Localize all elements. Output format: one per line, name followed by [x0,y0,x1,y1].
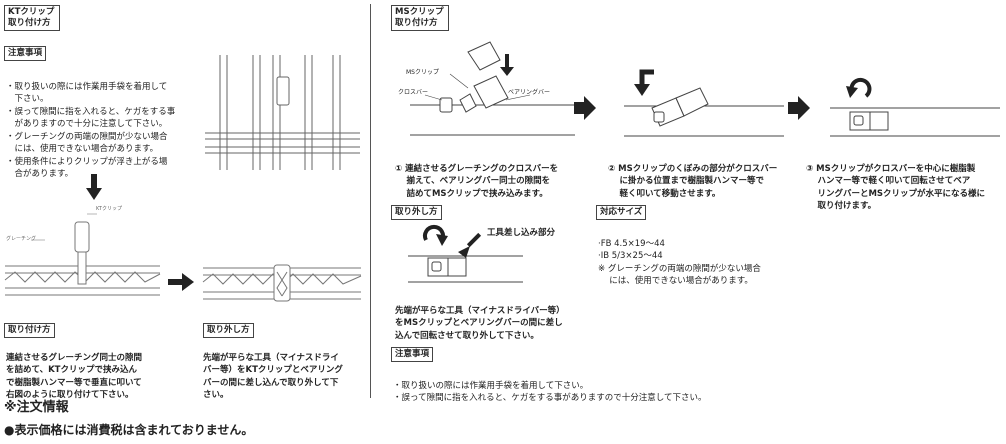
ms-step3-text: ③ MSクリップがクロスバーを中心に樹脂製 ハンマー等で軽く叩いて回転させてベア… [806,150,985,213]
kt-attach-line: で樹脂製ハンマー等で垂直に叩いて [6,377,142,388]
kt-title-line1: KTクリップ [8,7,55,17]
ms-sizes-text: ·FB 4.5×19〜44 ·IB 5/3×25〜44 ※ グレーチングの両端の隙間… [598,225,761,288]
ms-step3-diagram [830,77,1000,137]
ms-remove-diagram [408,224,523,283]
ms-remove-text: 先端が平らな工具（マイナスドライバー等） をMSクリップとベアリングバーの間に差し… [395,292,565,342]
kt-title-line2: 取り付け方 [8,18,51,28]
ms-step2-diagram [624,69,784,137]
ms-remove-line: をMSクリップとベアリングバーの間に差し [395,318,563,328]
ms-step2-text: ② MSクリップのくぼみの部分がクロスバー に掛かる位置まで樹脂製ハンマー等で … [608,150,777,200]
kt-attach-text: 連結させるグレーチング同士の隙間を詰めて、KTクリップで挟み込んで樹脂製ハンマー… [6,339,142,402]
kt-attach-title: 取り付け方 [4,323,55,338]
kt-caution-line: ・使用条件によりクリップが浮き上がる場 [6,156,168,167]
ms-tool-label: 工具差し込み部分 [487,228,556,238]
ms-caution-text: ・取り扱いの際には作業用手袋を着用して下さい。・誤って隙間に指を入れると、ケガを… [393,367,706,405]
ms-remove-title: 取り外し方 [391,205,442,220]
kt-remove-line: 先端が平らな工具（マイナスドライ [203,352,339,363]
kt-remove-line: さい。 [203,390,229,400]
ms-remove-line: 込んで回転させて取り外して下さい。 [395,330,539,341]
ms-step3-line: リングバーとMSクリップが水平になる様に [806,188,986,199]
kt-attach-line: 連結させるグレーチング同士の隙間 [6,352,143,363]
kt-caution-line: ・誤って隙間に指を入れると、ケガをする事 [6,106,176,117]
ms-step1-line: ① 連結させるグレーチングのクロスバーを [395,163,559,174]
ms-title-box: MSクリップ 取り付け方 [391,5,449,31]
kt-attach-line: 右図のように取り付けて下さい。 [6,390,134,400]
ms-step2-line: 軽く叩いて移動させます。 [608,188,721,199]
kt-title-box: KTクリップ 取り付け方 [4,5,60,31]
kt-attach-diagram [4,213,161,296]
kt-caution-line: 下さい。 [6,94,49,104]
section-divider [370,4,371,398]
ms-step1-diagram [410,41,575,136]
ms-label-bearingbar: ベアリングバー [508,89,551,96]
kt-remove-title: 取り外し方 [203,323,254,338]
ms-step3-line: 取り付けます。 [806,201,877,211]
ms-step1-line: 詰めてMSクリップで挟み込みます。 [395,188,548,199]
kt-right-arrow-icon [168,273,194,291]
kt-diagram-clip-label: KTクリップ [96,206,122,212]
kt-caution-text: ・取り扱いの際には作業用手袋を着用して 下さい。・誤って隙間に指を入れると、ケガ… [6,68,175,181]
ms-remove-line: 先端が平らな工具（マイナスドライバー等） [395,305,565,316]
kt-attach-line: を詰めて、KTクリップで挟み込ん [6,365,137,375]
ms-size-line: ·IB 5/3×25〜44 [598,251,663,261]
ms-step3-line: ③ MSクリップがクロスバーを中心に樹脂製 [806,163,976,174]
kt-caution-line: には、使用できない場合があります。 [6,144,159,154]
ms-caution-title: 注意事項 [391,347,434,362]
ms-size-line: ·FB 4.5×19〜44 [598,238,665,249]
ms-label-crossbar: クロスバー [398,89,429,96]
kt-diagram-grating-label: グレーチング [6,236,37,242]
ms-size-line: ※ グレーチングの両端の隙間が少ない場合 [598,263,761,274]
kt-caution-line: ・取り扱いの際には作業用手袋を着用して [6,81,168,92]
ms-step2-line: ② MSクリップのくぼみの部分がクロスバー [608,163,778,174]
ms-caution-line: ・取り扱いの際には作業用手袋を着用して下さい。 [393,380,589,391]
kt-caution-line: がありますので十分に注意して下さい。 [6,119,168,129]
ms-title-line1: MSクリップ [395,7,444,17]
kt-caution-line: ・グレーチングの両端の隙間が少ない場合 [6,131,168,142]
ms-sizes-title: 対応サイズ [596,205,647,220]
order-info-heading: ※注文情報 [4,400,69,415]
ms-step1-line: 揃えて、ベアリングバー同士の隙間を [395,176,551,186]
kt-caution-title: 注意事項 [4,46,47,61]
kt-down-arrow-icon [86,174,102,200]
kt-installed-diagram [202,264,362,302]
ms-step1-text: ① 連結させるグレーチングのクロスバーを 揃えて、ベアリングバー同士の隙間を 詰… [395,150,558,200]
kt-grating-topview-diagram [205,55,360,170]
kt-remove-line: バーの間に差し込んで取り外して下 [203,377,339,388]
ms-caution-line: ・誤って隙間に指を入れると、ケガをする事がありますので十分注意して下さい。 [393,393,707,403]
ms-size-line: には、使用できない場合があります。 [598,276,753,286]
ms-title-line2: 取り付け方 [395,18,438,28]
ms-step-arrow-icon [788,96,810,120]
ms-step2-line: に掛かる位置まで樹脂製ハンマー等で [608,176,764,186]
ms-step-arrow-icon [574,96,596,120]
ms-step3-line: ハンマー等で軽く叩いて回転させてベア [806,176,971,186]
kt-remove-text: 先端が平らな工具（マイナスドライバー等）をKTクリップとベアリングバーの間に差し… [203,339,343,402]
ms-label-clip: MSクリップ [406,69,439,76]
kt-remove-line: バー等）をKTクリップとベアリング [203,365,343,375]
tax-note: ●表示価格には消費税は含まれておりません。 [4,423,254,437]
kt-caution-line: 合があります。 [6,169,74,179]
